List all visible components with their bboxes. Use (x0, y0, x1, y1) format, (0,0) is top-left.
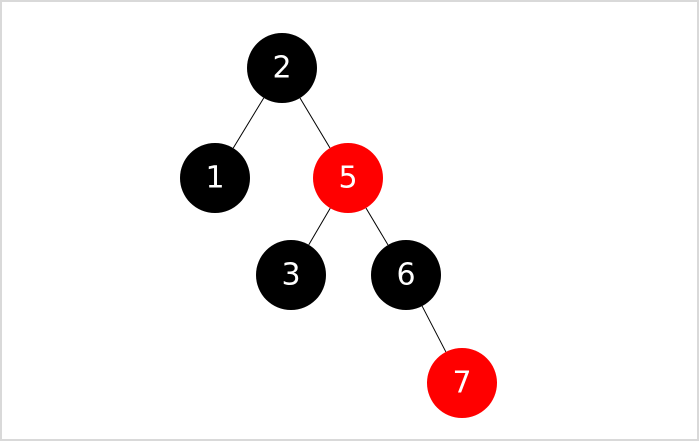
edge-n6-n7 (421, 305, 447, 353)
node-circle-black (256, 240, 326, 310)
node-label: 6 (396, 258, 415, 293)
tree-node-2: 2 (247, 33, 317, 103)
node-label: 7 (452, 366, 471, 401)
tree-node-1: 1 (180, 143, 250, 213)
nodes-layer: 2 1 5 3 6 7 (180, 33, 497, 418)
node-label: 1 (205, 161, 224, 196)
edge-n5-n6 (365, 207, 389, 246)
node-label: 5 (338, 161, 357, 196)
tree-node-6: 6 (371, 240, 441, 310)
tree-node-3: 3 (256, 240, 326, 310)
node-circle-black (180, 143, 250, 213)
node-label: 2 (272, 51, 291, 86)
node-circle-red (427, 348, 497, 418)
node-circle-black (371, 240, 441, 310)
edge-n2-n1 (232, 97, 265, 149)
node-label: 3 (281, 258, 300, 293)
edges-layer (232, 97, 447, 353)
node-circle-red (313, 143, 383, 213)
tree-node-5: 5 (313, 143, 383, 213)
tree-node-7: 7 (427, 348, 497, 418)
node-circle-black (247, 33, 317, 103)
edge-n5-n3 (308, 207, 331, 246)
edge-n2-n5 (299, 97, 331, 149)
